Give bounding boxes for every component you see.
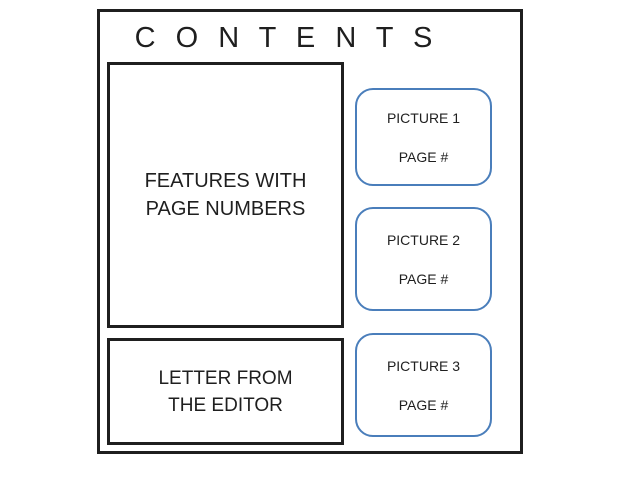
letter-from-editor-label: LETTER FROM THE EDITOR — [158, 367, 293, 416]
letter-from-editor-box[interactable]: LETTER FROM THE EDITOR — [107, 338, 344, 445]
features-box-label: FEATURES WITH PAGE NUMBERS — [144, 170, 307, 220]
picture-box-1-title: PICTURE 1 — [386, 109, 461, 126]
contents-page-frame: C O N T E N T S FEATURES WITH PAGE NUMBE… — [97, 9, 523, 454]
picture-box-3[interactable]: PICTURE 3 PAGE # — [355, 333, 492, 437]
picture-box-2-page: PAGE # — [398, 270, 449, 287]
page-title[interactable]: C O N T E N T S — [134, 22, 439, 54]
picture-box-3-title: PICTURE 3 — [386, 357, 461, 374]
features-box[interactable]: FEATURES WITH PAGE NUMBERS — [107, 62, 344, 328]
picture-box-2[interactable]: PICTURE 2 PAGE # — [355, 207, 492, 311]
picture-box-2-title: PICTURE 2 — [386, 231, 461, 248]
picture-box-3-page: PAGE # — [398, 396, 449, 413]
picture-box-1[interactable]: PICTURE 1 PAGE # — [355, 88, 492, 186]
picture-box-1-page: PAGE # — [398, 148, 449, 165]
